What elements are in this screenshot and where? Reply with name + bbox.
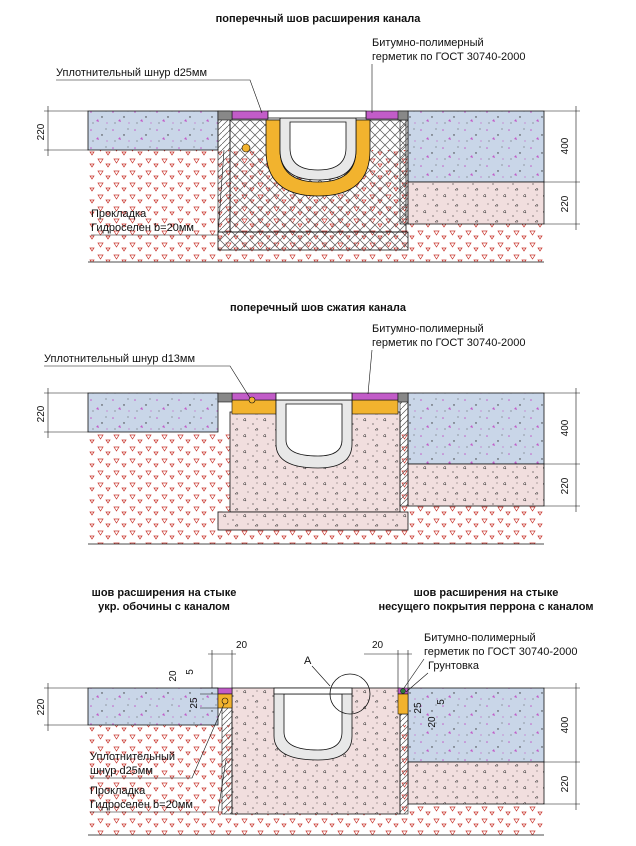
left-pavement — [87, 392, 219, 433]
gasket-label-2: Гидроселен b=20мм — [91, 222, 194, 234]
dim-line-left — [44, 106, 88, 156]
sealant-left — [231, 110, 269, 120]
dim-20-right: 20 — [372, 640, 384, 651]
sealant-right — [365, 110, 401, 120]
sealant-label-2: герметик по ГОСТ 30740-2000 — [424, 646, 577, 658]
gasket-left — [221, 699, 233, 815]
dim-20-left: 20 — [236, 640, 248, 651]
left-pavement — [87, 687, 219, 726]
dim-20-right-line — [364, 650, 412, 688]
dim-right-bottom: 220 — [560, 775, 571, 792]
section-edge-joints: шов расширения на стыке укр. обочины с к… — [36, 587, 594, 836]
joint-cap-left — [217, 110, 233, 121]
gasket-left — [217, 110, 231, 233]
section1-title: поперечный шов расширения канала — [216, 13, 422, 25]
primer-label: Грунтовка — [428, 660, 480, 672]
gasket-right — [399, 713, 409, 815]
cord-leader — [90, 703, 225, 779]
section-contraction-joint: поперечный шов сжатия канала Уплотнитель… — [36, 302, 580, 545]
seal-cord-right — [397, 693, 409, 715]
dim-right-top: 400 — [560, 716, 571, 733]
dim-left: 220 — [36, 123, 47, 140]
cord-label-1: Уплотнительный — [90, 751, 175, 763]
dim-line-right — [544, 388, 580, 512]
right-pavement — [407, 687, 545, 763]
joint-cap-right — [397, 110, 409, 121]
channel-inner — [285, 403, 343, 457]
joint-cap-right — [397, 392, 409, 403]
bottom-slab — [217, 231, 409, 251]
sealant-label-1: Битумно-полимерный — [372, 37, 484, 49]
cord-leader — [44, 365, 251, 399]
dim-line-right — [544, 683, 580, 810]
sealant-right — [351, 392, 399, 401]
right-pavement — [407, 110, 545, 183]
gasket-label-1: Прокладка — [90, 785, 146, 797]
gasket-leader — [91, 149, 225, 236]
dim-5-right: 5 — [436, 699, 447, 705]
dim-20-left-line — [208, 650, 236, 688]
callout-leader — [311, 665, 331, 687]
dim-line-left — [44, 683, 88, 731]
cord-label: Уплотнительный шнур d25мм — [56, 67, 207, 79]
dim-5-left: 5 — [185, 669, 196, 675]
joint-cap-left — [217, 392, 233, 403]
section-expansion-joint: поперечный шов расширения канала Уплотни… — [36, 13, 580, 263]
bottom-slab — [217, 511, 409, 531]
right-pavement — [407, 392, 545, 465]
sealant-left — [217, 687, 233, 695]
dim-right-top: 400 — [560, 419, 571, 436]
channel-grate — [267, 110, 367, 119]
left-pavement — [87, 110, 219, 151]
sealant-label-2: герметик по ГОСТ 30740-2000 — [372, 337, 525, 349]
gasket-label-2: Гидроселен b=20мм — [90, 799, 193, 811]
sealant-label-2: герметик по ГОСТ 30740-2000 — [372, 51, 525, 63]
dim-left: 220 — [36, 405, 47, 422]
right-concrete-base — [407, 463, 545, 507]
seal-cord-icon — [241, 143, 251, 153]
sealant-label-1: Битумно-полимерный — [424, 632, 536, 644]
primer-icon — [400, 688, 406, 694]
channel-inner — [289, 121, 347, 171]
seal-cord-icon — [248, 396, 256, 404]
dim-line-left — [44, 388, 88, 438]
sealant-label-1: Битумно-полимерный — [372, 323, 484, 335]
dim-left: 220 — [36, 698, 47, 715]
primer-leader — [405, 672, 429, 693]
dim-20-right-v: 20 — [427, 716, 438, 728]
dim-25-right: 25 — [413, 702, 424, 714]
section3-title-left-1: шов расширения на стыке — [92, 587, 237, 599]
sealant-leader — [367, 349, 373, 395]
gasket-right — [399, 110, 409, 225]
channel-inner — [283, 693, 343, 751]
right-concrete-base — [407, 761, 545, 805]
dim-right-bottom: 220 — [560, 477, 571, 494]
seal-cord-ring — [265, 119, 371, 197]
detail-callout-circle — [329, 673, 371, 715]
dim-right-top: 400 — [560, 137, 571, 154]
channel-grate — [273, 687, 353, 695]
dim-left-ticks — [200, 687, 218, 709]
channel-grate — [275, 392, 353, 401]
gasket-right — [399, 392, 409, 507]
section3-title-right-1: шов расширения на стыке — [414, 587, 559, 599]
section3-title-left-2: укр. обочины с каналом — [98, 601, 230, 613]
callout-label: A — [304, 655, 312, 667]
dim-20-left-v: 20 — [168, 670, 179, 682]
section2-title: поперечный шов сжатия канала — [230, 302, 407, 314]
gasket-leader — [90, 759, 227, 813]
gasket-label-1: Прокладка — [91, 208, 147, 220]
cord-leader — [56, 79, 263, 114]
seal-cord-right — [351, 399, 399, 415]
dim-25-left: 25 — [189, 697, 200, 709]
section3-title-right-2: несущего покрытия перрона с каналом — [379, 601, 594, 613]
dim-line-right — [544, 106, 580, 230]
cord-label-2: шнур d25мм — [90, 765, 153, 777]
cord-label: Уплотнительный шнур d13мм — [44, 353, 195, 365]
dim-right-bottom: 220 — [560, 195, 571, 212]
sealant-leader — [403, 658, 425, 689]
seal-cord-icon — [221, 697, 229, 705]
right-concrete-base — [407, 181, 545, 225]
